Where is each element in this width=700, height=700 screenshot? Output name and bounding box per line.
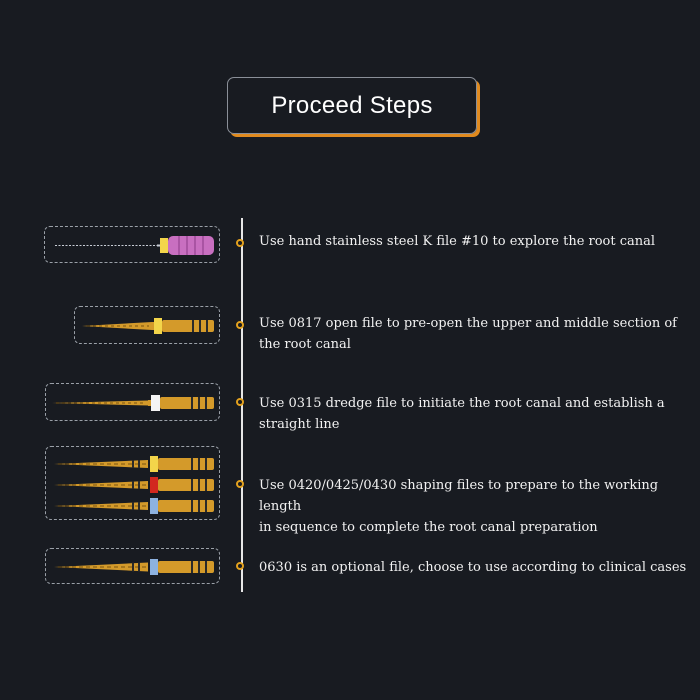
k-file-10-icon: [55, 236, 214, 255]
step-4-node: [236, 480, 244, 488]
step-5-file-box: [45, 548, 220, 584]
step-5-text: 0630 is an optional file, choose to use …: [259, 560, 687, 575]
step-4-file-box: [45, 446, 220, 520]
step-2-file-box: [74, 306, 220, 344]
step-1-file-box: [44, 226, 220, 263]
open-file-0817-icon: [82, 318, 214, 334]
optional-file-0630-icon: [54, 559, 214, 575]
step-4-text: Use 0420/0425/0430 shaping files to prep…: [259, 478, 659, 535]
dredge-file-0315-icon: [52, 395, 214, 411]
shaping-files-0420-0425-0430-icon: [54, 456, 214, 514]
step-1-text: Use hand stainless steel K file #10 to e…: [259, 234, 656, 249]
page-title: Proceed Steps: [271, 91, 433, 119]
title-box: Proceed Steps: [227, 77, 477, 134]
step-1-node: [236, 239, 244, 247]
step-2-text: Use 0817 open file to pre-open the upper…: [259, 316, 677, 352]
step-3-file-box: [45, 383, 220, 421]
step-3-node: [236, 398, 244, 406]
step-5-node: [236, 562, 244, 570]
step-2-node: [236, 321, 244, 329]
step-3-text: Use 0315 dredge file to initiate the roo…: [259, 396, 665, 432]
